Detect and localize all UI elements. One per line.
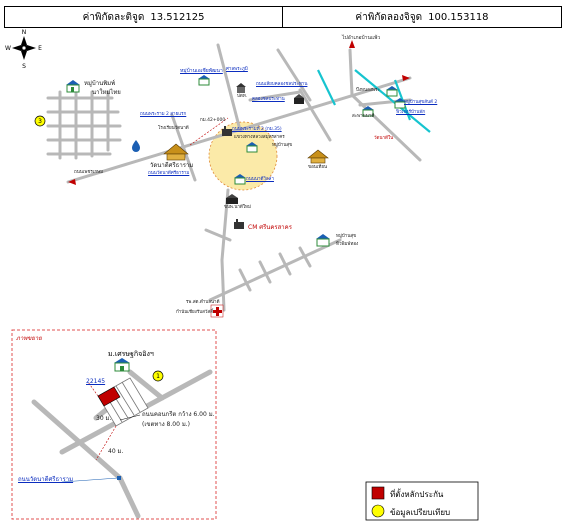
inset-road-label-pin bbox=[117, 476, 121, 480]
house-icon-top-left bbox=[66, 80, 80, 93]
longitude-label: ค่าพิกัดลองจิจูด bbox=[355, 11, 423, 23]
compass-n: N bbox=[22, 29, 27, 36]
inset-road-note-2: (เขตทาง 8.00 ม.) bbox=[142, 421, 191, 428]
inset-dim-30: 30 ม. bbox=[96, 415, 112, 422]
house-icon-right-3 bbox=[362, 106, 374, 117]
label-wat-road: ถนนวัดนาดีศรีธาราม bbox=[148, 171, 190, 176]
house-icon-right-1 bbox=[386, 86, 398, 97]
hospital-icon bbox=[210, 304, 224, 318]
legend-label-collateral: ที่ตั้งหลักประกัน bbox=[390, 490, 444, 499]
subject-area-highlight bbox=[208, 121, 278, 191]
longitude-value: 100.153118 bbox=[428, 11, 489, 23]
subject-leader-line bbox=[189, 117, 229, 146]
label-road-branch: ถนนพระราม 2 สายแรก bbox=[140, 112, 187, 117]
label-school-top: หมู่บ้านเอเชียพัฒนา bbox=[180, 68, 223, 74]
label-transformer: ขบพ.นาดีใหม่ bbox=[224, 205, 251, 210]
compass-e: E bbox=[38, 45, 42, 52]
inset-plot-id: 22145 bbox=[86, 378, 106, 385]
label-temple-right: ขอนเทียน bbox=[308, 165, 328, 170]
inset-road-note-1: ถนนคอนกรีต กว้าง 6.00 ม. bbox=[142, 411, 215, 418]
label-wat: วัดนาดีศรีธาราม bbox=[150, 162, 194, 169]
label-village-top-left-2: นาใหม่ไทย bbox=[92, 89, 121, 96]
compass-s: S bbox=[22, 63, 26, 70]
compass-icon: N S E W bbox=[5, 29, 42, 70]
compass-w: W bbox=[5, 45, 11, 52]
inset-border bbox=[11, 329, 217, 520]
legend-box bbox=[365, 481, 479, 521]
label-km: กม.42+000 bbox=[200, 118, 226, 123]
house-icon-right-lower bbox=[316, 234, 330, 247]
label-village-top-left: หมู่บ้านพิมพ์ bbox=[84, 80, 116, 87]
inset-house-icon bbox=[114, 358, 130, 372]
comparison-marker-1-label: 1 bbox=[156, 373, 160, 380]
comparison-marker-3 bbox=[34, 115, 46, 127]
label-village-right-lower: หมู่บ้านสุข bbox=[336, 234, 357, 239]
road-network bbox=[46, 43, 422, 312]
latitude-label: ค่าพิกัดละติจูด bbox=[82, 11, 145, 23]
house-icon-mid bbox=[234, 174, 246, 185]
label-pin-center-2: แขวงทางหลวงสมุทรสาคร bbox=[234, 135, 285, 140]
label-top-temple: ศาลพระภูมิ bbox=[226, 67, 248, 72]
school-icon bbox=[226, 194, 238, 204]
legend-swatch-comparison bbox=[371, 504, 385, 518]
inset-road-label-line bbox=[61, 477, 119, 483]
factory-icon-2 bbox=[234, 219, 244, 229]
label-river: บึงหนองพระ bbox=[356, 88, 380, 93]
water-tower-icon bbox=[132, 140, 140, 152]
inset-road-label: ถนนวัดนาดีศรีธาราม bbox=[18, 476, 74, 483]
comparison-marker-3-label: 3 bbox=[38, 118, 42, 125]
label-bridge: สะพานนาดี bbox=[352, 114, 375, 119]
school-icon-2 bbox=[294, 94, 304, 104]
inset-village-label: ม.เศรษฐกิจอิงฯ bbox=[108, 350, 154, 358]
label-village-right-lower-2: ทิวพิมพ์ทอง bbox=[336, 242, 359, 247]
comparison-marker-1 bbox=[152, 370, 164, 382]
collateral-plot bbox=[97, 386, 121, 407]
label-mid-road: ถนนนาดีวิลล่า bbox=[246, 177, 274, 182]
label-school-near: หมู่บ้านสุข bbox=[272, 143, 293, 148]
label-temple-right-1: หมู่บ้านสุขสันต์ 2 bbox=[404, 100, 438, 105]
label-hospital: รพ.สต.ตำบลนาดี bbox=[186, 300, 220, 305]
building-icon-top bbox=[236, 83, 246, 93]
house-icon-right-2 bbox=[394, 98, 406, 109]
label-road-main: ถนนเพชรเกษม bbox=[74, 170, 104, 175]
direction-arrows bbox=[68, 40, 410, 185]
inset-title: ภาพขยาย bbox=[16, 335, 42, 342]
inset-road-note-arrow bbox=[119, 414, 141, 421]
temple-icon-wat bbox=[163, 143, 189, 161]
label-to-phetchaburi: ไปอำเภอบ้านแพ้ว bbox=[342, 35, 381, 41]
label-water-tower: ปตท. bbox=[237, 94, 248, 99]
legend-swatch-collateral bbox=[371, 486, 385, 500]
label-right-road: ถนนเลียบคลองชลประทาน bbox=[256, 82, 308, 87]
label-center-red: กำนันเชียงรับสวัสดิ์ bbox=[176, 310, 214, 315]
longitude-box: ค่าพิกัดลองจิจูด 100.153118 bbox=[282, 6, 562, 28]
legend-label-comparison: ข้อมูลเปรียบเทียบ bbox=[390, 508, 451, 517]
inset-dimension-lines bbox=[87, 381, 117, 461]
label-school-mid: โรงเรียนวัดนาดี bbox=[158, 126, 189, 131]
inset-dim-40: 40 ม. bbox=[108, 448, 124, 455]
label-pin-center: ถนนพระรามที่ 2 (กม.35) bbox=[232, 127, 282, 132]
latitude-value: 13.512125 bbox=[150, 11, 205, 23]
label-wat-right: วัดนาดีใน bbox=[374, 136, 394, 141]
label-cm: CM ศรีนครสาคร bbox=[248, 224, 292, 231]
house-icon-center bbox=[246, 142, 258, 153]
temple-icon-right bbox=[307, 149, 329, 164]
house-icon-top-center bbox=[198, 75, 210, 86]
factory-icon bbox=[222, 126, 232, 136]
label-canal: คลองชลประทาน bbox=[252, 97, 285, 102]
label-temple-right-2: ฟิวเจอร์บ้านพัก bbox=[396, 110, 426, 115]
